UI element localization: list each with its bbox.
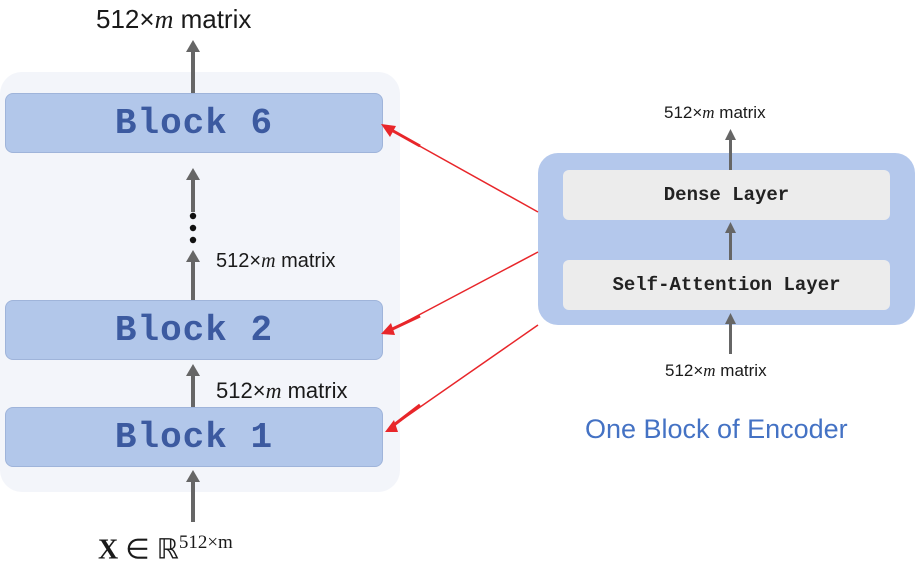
- matrix-label-between-blocks: 512×m matrix: [216, 250, 336, 272]
- block-1: Block 1: [5, 407, 383, 467]
- block-6: Block 6: [5, 93, 383, 153]
- stack-arrows: [186, 40, 200, 522]
- ellipsis-dots: [189, 212, 197, 244]
- red-arrow-tips: [381, 124, 398, 432]
- encoder-input-label: 512×m matrix: [665, 361, 767, 380]
- dense-layer: Dense Layer: [563, 170, 890, 220]
- red-connectors: [397, 133, 539, 422]
- encoder-arrows: [725, 129, 736, 354]
- matrix-label-block-2-input: 512×m matrix: [216, 378, 348, 403]
- self-attention-layer-label: Self-Attention Layer: [612, 274, 841, 296]
- red-arrow-heads: [385, 125, 421, 430]
- encoder-output-label: 512×m matrix: [664, 103, 766, 122]
- self-attention-layer: Self-Attention Layer: [563, 260, 890, 310]
- block-1-label: Block 1: [114, 416, 274, 458]
- block-6-label: Block 6: [114, 102, 274, 144]
- dense-layer-label: Dense Layer: [663, 184, 790, 206]
- stack-output-label: 512×m matrix: [96, 4, 252, 34]
- block-2-label: Block 2: [114, 309, 274, 351]
- input-label: X ∈ ℝ512×m: [98, 532, 233, 566]
- block-2: Block 2: [5, 300, 383, 360]
- encoder-caption: One Block of Encoder: [585, 414, 848, 444]
